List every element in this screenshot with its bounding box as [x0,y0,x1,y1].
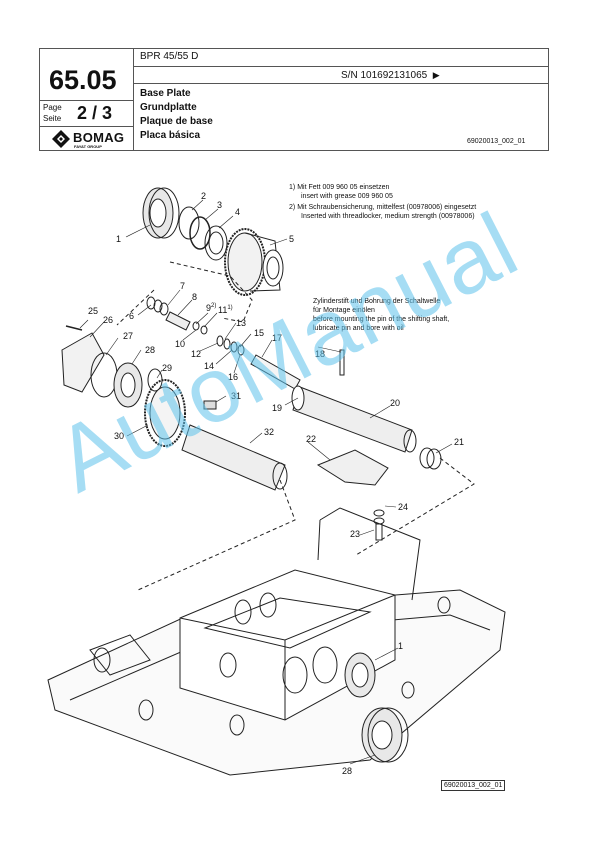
callout-28-lower: 28 [342,766,353,776]
callout-29: 29 [162,363,173,373]
callout-23: 23 [350,529,361,539]
bolt-part-25 [65,325,83,331]
circlip-part-3 [189,216,211,250]
title-es: Placa básica [140,130,201,141]
callout-13: 13 [236,318,247,328]
callout-25: 25 [88,306,99,316]
callout-14: 14 [204,361,215,371]
page-count-cell [39,100,134,127]
serial-arrow-icon: ▶ [432,70,440,80]
drawing-reference: 69020013_002_01 [441,780,506,791]
bearing-part-28 [113,362,143,408]
page-label-en: Page [43,103,62,112]
callout-28: 28 [145,345,156,355]
shift-assembly [146,296,245,356]
sleeve-part-21 [419,447,442,470]
header-block: 65.05 BPR 45/55 D S/N 101692131065 ▶ Pag… [39,48,549,151]
leader-lines [79,199,453,765]
page-label-de: Seite [43,114,62,123]
brand-sub: FAYAT GROUP [74,144,102,149]
callout-17: 17 [272,333,283,343]
bomag-logo-mark-icon [52,130,70,148]
callout-2: 2 [201,191,207,201]
callout-31: 31 [231,391,242,401]
key-part-31 [203,400,217,410]
callout-27: 27 [123,331,134,341]
page-number-cell [39,48,134,151]
page-of: 2 / 3 [77,103,113,123]
callout-15: 15 [254,328,265,338]
ring-part-4 [204,225,228,261]
callout-7: 7 [180,281,186,291]
callout-24: 24 [398,502,409,512]
callout-1-lower: 1 [398,641,404,651]
assembly-line [169,261,253,323]
callout-20: 20 [390,398,401,408]
assembly-line [116,289,155,326]
callout-1: 1 [116,234,122,244]
pin-part-18 [339,349,345,376]
callout-11: 111) [218,305,233,315]
title-en: Base Plate [140,88,191,99]
callout-9: 92) [206,303,217,313]
callout-6: 6 [129,311,135,321]
doc-reference: 69020013_002_01 [467,138,526,145]
fork-part-22 [316,449,389,486]
callout-26: 26 [103,315,114,325]
page-number: 65.05 [49,65,117,95]
callout-22: 22 [306,434,317,444]
assembly-line [137,479,296,591]
brand-name: BOMAG [73,130,125,145]
assembly-line [355,457,475,556]
title-fr: Plaque de base [140,116,213,127]
note-1: 1) Mit Fett 009 960 05 einsetzen insert … [289,184,393,200]
callout-16: 16 [228,372,239,382]
bolt-part-23 [375,523,383,541]
washer-part-24 [373,509,385,517]
bearing-part-28-lower [361,707,409,763]
note-2: 2) Mit Schraubensicherung, mittelfest (0… [289,204,477,220]
serial-cell [133,66,549,84]
callout-10: 10 [175,339,186,349]
callout-21: 21 [454,437,465,447]
callout-30: 30 [114,431,125,441]
bearing-part-1 [142,187,180,239]
callout-12: 12 [191,349,202,359]
model-name: BPR 45/55 D [140,51,199,62]
callout-18: 18 [315,349,326,359]
shaft-part-32 [181,424,288,491]
callout-8: 8 [192,292,198,302]
gear-part-5 [224,228,284,296]
serial-number: S/N 101692131065 ▶ [341,70,440,81]
callout-4: 4 [235,207,241,217]
ring-part-2 [178,206,200,240]
cover-part-26 [61,332,105,393]
callout-5: 5 [289,234,295,244]
title-de: Grundplatte [140,102,197,113]
callout-3: 3 [217,200,223,210]
base-plate [47,507,506,776]
shaft-part-20 [291,385,417,453]
gear-part-30 [144,379,186,447]
callout-19: 19 [272,403,283,413]
callout-32: 32 [264,427,275,437]
note-pin: Zylinderstift und Bohrung der Schaltwell… [313,298,450,332]
